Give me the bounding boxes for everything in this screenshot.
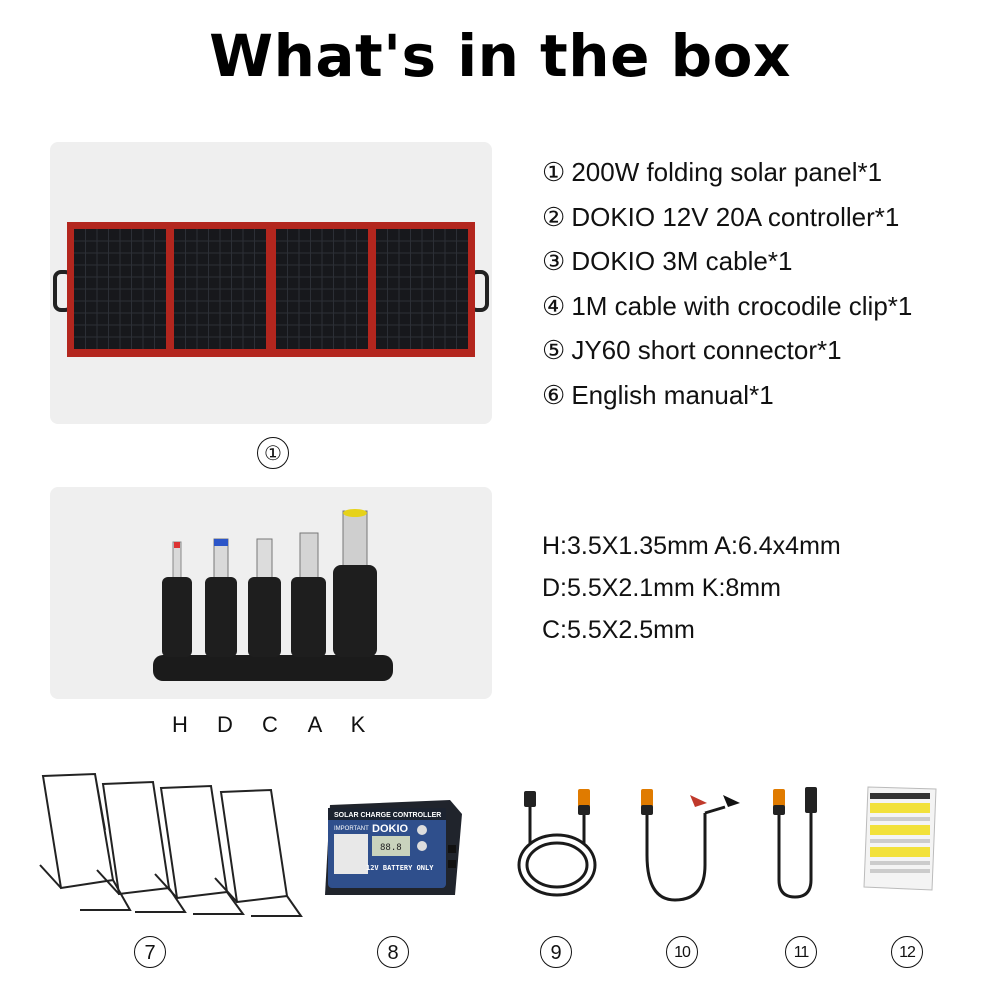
crocodile-clip-cable-image — [641, 789, 740, 902]
adapter-dimensions: H:3.5X1.35mm A:6.4x4mm D:5.5X2.1mm K:8mm… — [542, 525, 841, 651]
page-title: What's in the box — [209, 22, 791, 90]
dc-adapter-set-image — [153, 509, 393, 681]
dc-adapters-card — [50, 487, 492, 699]
label-panel: ① — [257, 437, 289, 469]
label-8: 8 — [377, 936, 409, 968]
adapter-letter-d: D — [217, 712, 233, 737]
label-9: 9 — [540, 936, 572, 968]
jy60-short-connector-image — [773, 787, 817, 899]
controller-header: SOLAR CHARGE CONTROLLER — [334, 812, 441, 819]
charge-controller-image: SOLAR CHARGE CONTROLLER IMPORTANT DOKIO … — [325, 800, 462, 895]
label-7: 7 — [134, 936, 166, 968]
controller-brand: DOKIO — [372, 823, 409, 835]
adapter-letter-h: H — [172, 712, 188, 737]
adapter-letter-c: C — [262, 712, 278, 737]
svg-text:88.8: 88.8 — [380, 843, 402, 853]
dimension-line: H:3.5X1.35mm A:6.4x4mm — [542, 532, 841, 560]
label-10: 10 — [666, 936, 698, 968]
controller-important: IMPORTANT — [334, 826, 369, 832]
controller-battery-note: 12V BATTERY ONLY — [366, 864, 434, 872]
label-12: 12 — [891, 936, 923, 968]
panel-stands-image — [39, 772, 303, 917]
adapter-letter-k: K — [350, 712, 366, 737]
folding-solar-panel-image — [53, 222, 489, 357]
label-11: 11 — [785, 936, 817, 968]
dimension-line: D:5.5X2.1mm K:8mm — [542, 574, 781, 602]
dimension-line: C:5.5X2.5mm — [542, 616, 695, 644]
english-manual-image — [863, 786, 937, 891]
3m-cable-image — [517, 789, 597, 897]
solar-panel-card — [50, 142, 492, 424]
adapter-letter-a: A — [307, 712, 323, 737]
